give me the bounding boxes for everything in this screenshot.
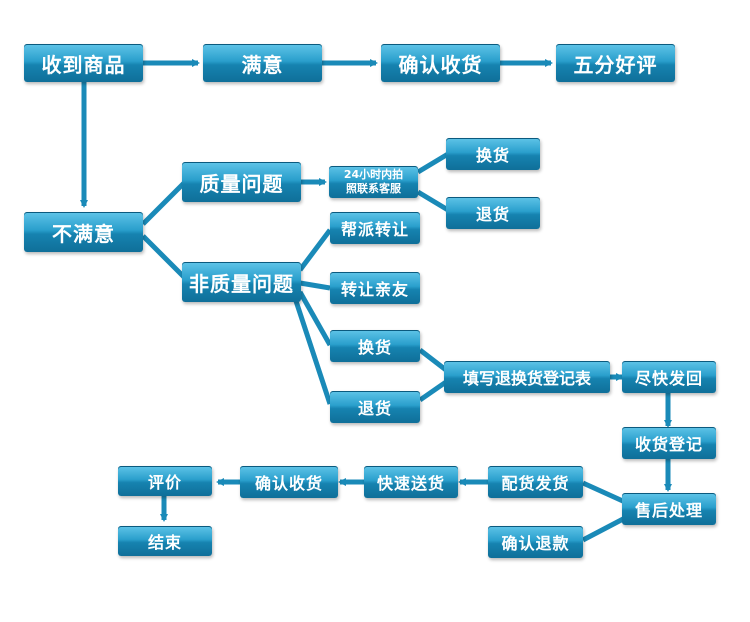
node-return-mid: 退货	[330, 391, 420, 423]
node-after-sales: 售后处理	[622, 493, 716, 525]
node-fill-return-form: 填写退换货登记表	[444, 361, 610, 393]
node-received: 收到商品	[24, 44, 143, 82]
node-help-transfer: 帮派转让	[330, 212, 420, 244]
node-exchange-mid: 换货	[330, 330, 420, 362]
node-five-star-review: 五分好评	[556, 44, 675, 82]
node-exchange-top: 换货	[446, 138, 540, 170]
node-ship-back: 尽快发回	[622, 361, 716, 393]
node-photo-contact: 24小时内拍 照联系客服	[329, 166, 418, 198]
line-return-form	[418, 379, 448, 403]
line-photo-return	[416, 189, 450, 213]
node-satisfied: 满意	[203, 44, 322, 82]
line-aftersales-ship	[581, 480, 627, 505]
node-quality-issue: 质量问题	[182, 162, 301, 202]
node-confirm-receipt-bottom: 确认收货	[240, 466, 338, 498]
line-aftersales-refund	[581, 515, 627, 543]
line-nonquality-transfer	[299, 280, 331, 291]
node-receipt-register: 收货登记	[622, 427, 716, 459]
line-nonquality-exchange	[297, 290, 333, 347]
line-unsatisfied-quality	[141, 180, 187, 226]
node-unsatisfied: 不满意	[24, 212, 143, 252]
node-review: 评价	[118, 466, 212, 496]
node-confirm-refund: 确认退款	[488, 526, 583, 558]
node-return-top: 退货	[446, 197, 540, 229]
photo-contact-line-2: 照联系客服	[346, 182, 401, 195]
line-photo-exchange	[416, 151, 450, 175]
node-fast-delivery: 快速送货	[364, 466, 458, 498]
node-confirm-receipt-top: 确认收货	[381, 44, 500, 82]
node-transfer-friends: 转让亲友	[330, 272, 420, 304]
node-ship-goods: 配货发货	[488, 466, 583, 498]
node-finish: 结束	[118, 526, 212, 556]
photo-contact-line-1: 24小时内拍	[343, 168, 404, 181]
line-unsatisfied-nonquality	[141, 234, 187, 280]
line-nonquality-return	[292, 297, 333, 405]
node-non-quality-issue: 非质量问题	[182, 262, 301, 302]
line-exchange-form	[418, 348, 448, 372]
line-nonquality-help	[298, 228, 332, 272]
